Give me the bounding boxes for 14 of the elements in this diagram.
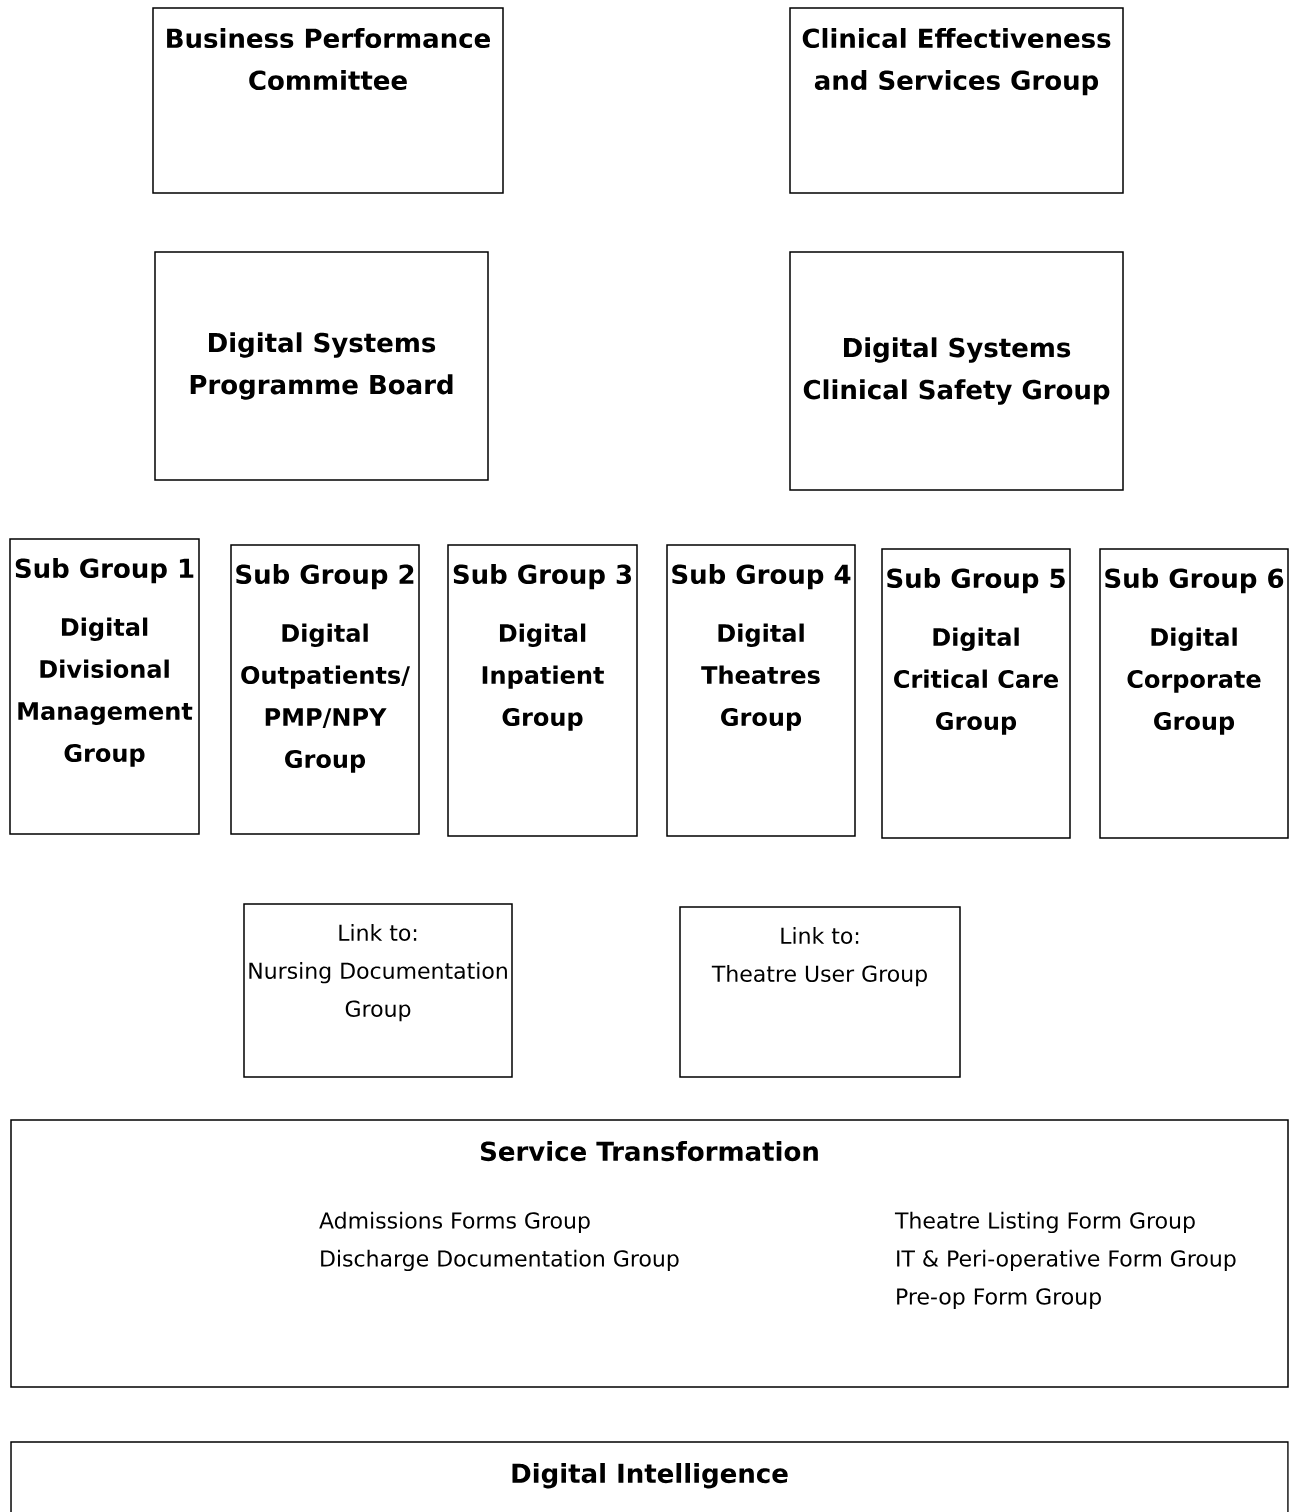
group-box: Service Transformation Admissions Forms Group Discharge Documentation Group Theatre Listing Form Group IT & Peri-operative Form Group Pre-op Form Group [10,1119,1289,1388]
group-box: Digital Systems Programme Board [154,251,489,481]
group-box: Link to: Theatre User Group [679,906,961,1078]
group-box: Clinical Effectiveness and Services Group [789,7,1124,194]
group-box: Digital Intelligence [10,1441,1289,1512]
group-box: Sub Group 6 Digital Corporate Group [1099,548,1289,839]
group-box: Sub Group 4 Digital Theatres Group [666,544,856,837]
group-box: Sub Group 5 Digital Critical Care Group [881,548,1071,839]
group-box: Sub Group 1 Digital Divisional Management Group [9,538,200,835]
group-box: Business Performance Committee [152,7,504,194]
group-box: Digital Systems Clinical Safety Group [789,251,1124,491]
group-box: Sub Group 2 Digital Outpatients/PMP/NPY Group [230,544,420,835]
group-box: Sub Group 3 Digital Inpatient Group [447,544,638,837]
group-box: Link to: Nursing Documentation Group [243,903,513,1078]
